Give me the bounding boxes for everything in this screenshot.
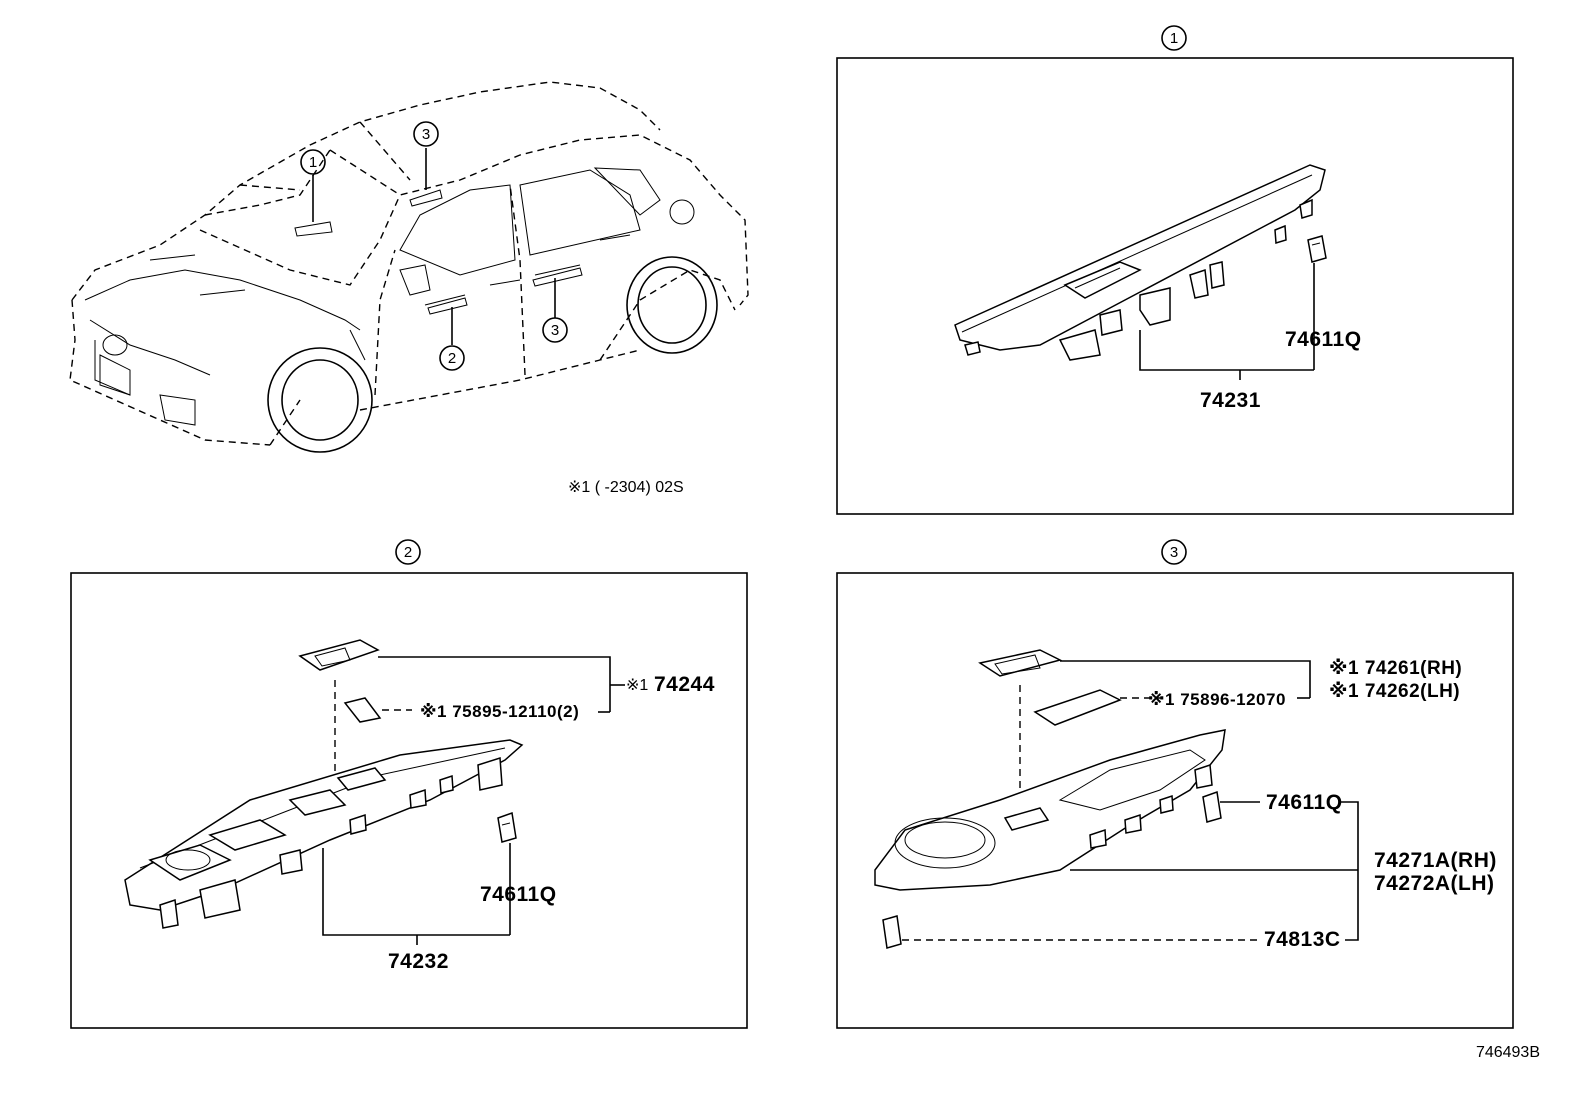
panel-2-frame <box>70 572 748 1029</box>
label-74271A-RH: 74271A(RH) <box>1374 849 1497 872</box>
part-74244-cover <box>298 639 380 671</box>
panel-2-header-callout: 2 <box>395 539 421 565</box>
label-74611Q-p3: 74611Q <box>1266 791 1343 814</box>
label-74231: 74231 <box>1200 389 1261 412</box>
svg-text:1: 1 <box>309 154 317 171</box>
overview-callout-2: 2 <box>439 345 465 371</box>
part-74813C-clip <box>882 915 902 949</box>
part-74271A-illustration <box>874 729 1226 891</box>
applicability-note: ※1 ( -2304) 02S <box>568 479 684 496</box>
label-74611Q-p1: 74611Q <box>1285 328 1362 351</box>
label-74244: 74244 <box>654 673 715 696</box>
label-note-marker-74244: ※1 <box>626 677 648 694</box>
overview-callout-1: 1 <box>300 149 326 175</box>
panel-1-header-callout: 1 <box>1161 25 1187 51</box>
part-74611Q-clip-p2 <box>497 811 517 843</box>
part-74261-cover <box>978 649 1063 677</box>
overview-callout-3a: 3 <box>413 121 439 147</box>
diagram-id: 746493B <box>1476 1044 1540 1061</box>
svg-text:3: 3 <box>422 126 430 143</box>
svg-text:3: 3 <box>551 322 559 339</box>
part-75895-sheet <box>343 697 382 723</box>
panel-3: 3 <box>836 539 1514 1029</box>
label-75895-12110: ※1 75895-12110(2) <box>420 702 579 721</box>
svg-text:2: 2 <box>404 544 412 561</box>
overview-callout-3b: 3 <box>542 317 568 343</box>
svg-text:2: 2 <box>448 350 456 367</box>
label-74261-RH: ※1 74261(RH) <box>1329 658 1462 679</box>
label-74813C: 74813C <box>1264 928 1341 951</box>
label-75896-12070: ※1 75896-12070 <box>1148 690 1286 709</box>
label-74262-LH: ※1 74262(LH) <box>1329 681 1460 702</box>
part-74231-illustration <box>954 164 1326 361</box>
panel-1-frame <box>836 57 1514 515</box>
label-74272A-LH: 74272A(LH) <box>1374 872 1495 895</box>
label-74232: 74232 <box>388 950 449 973</box>
panel-3-frame <box>836 572 1514 1029</box>
panel-3-header-callout: 3 <box>1161 539 1187 565</box>
label-74611Q-p2: 74611Q <box>480 883 557 906</box>
svg-text:3: 3 <box>1170 544 1178 561</box>
svg-text:1: 1 <box>1170 30 1178 47</box>
car-overview-illustration: 1 3 2 3 <box>69 81 749 453</box>
part-74611Q-clip-p1 <box>1307 235 1327 263</box>
panel-2: 2 <box>70 539 748 1029</box>
panel-1: 1 74611Q 74231 <box>836 25 1514 515</box>
part-75896-sheet <box>1033 689 1122 726</box>
part-74232-illustration <box>124 739 524 929</box>
part-74611Q-clip-p3 <box>1202 790 1222 823</box>
